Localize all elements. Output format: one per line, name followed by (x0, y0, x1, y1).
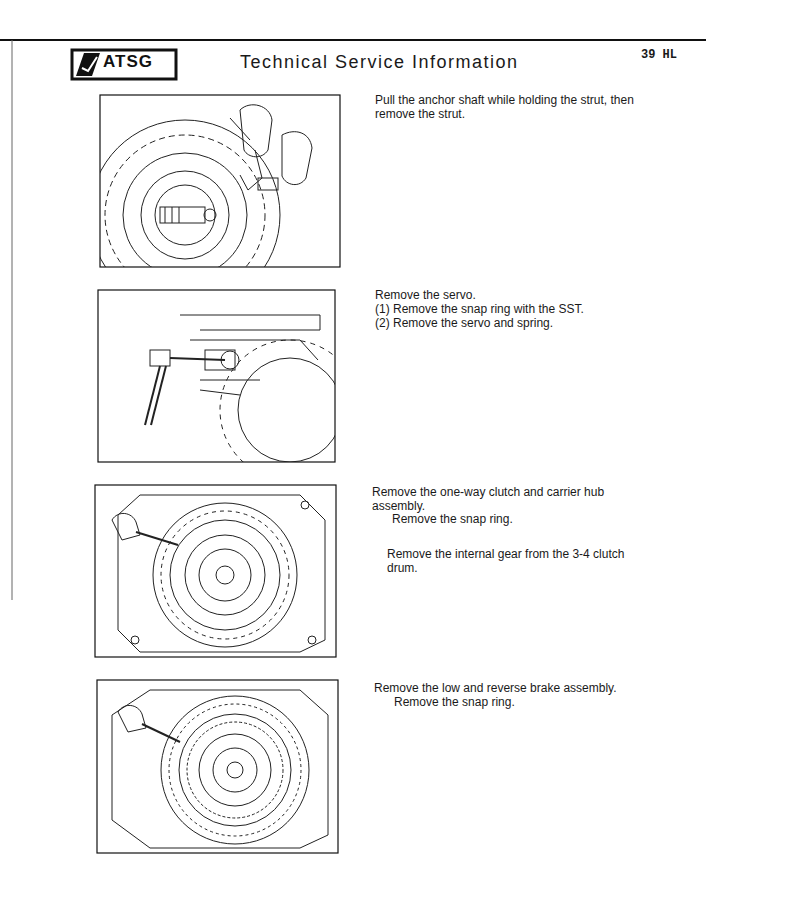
instruction-text: Remove the internal gear from the 3-4 cl… (387, 547, 637, 575)
instruction-text: Remove the low and reverse brake assembl… (374, 681, 694, 695)
instruction-text: Remove the snap ring. (394, 695, 654, 709)
instruction-text: Pull the anchor shaft while holding the … (375, 93, 665, 121)
servo-illustration (145, 315, 335, 462)
instruction-text: (1) Remove the snap ring with the SST. (375, 302, 675, 316)
page-number: 39 HL (641, 48, 677, 62)
strut-illustration (100, 105, 312, 267)
instruction-text: (2) Remove the servo and spring. (375, 316, 675, 330)
page-title: Technical Service Information (240, 55, 519, 69)
instruction-text: Remove the servo. (375, 288, 675, 302)
left-rule (12, 40, 13, 600)
figure-frame (97, 680, 338, 853)
instruction-text: Remove the snap ring. (392, 512, 652, 526)
logo-icon (76, 53, 100, 76)
figure-frame (95, 485, 336, 657)
logo-icon (82, 57, 97, 71)
brake-illustration (112, 690, 328, 848)
logo-text: ATSG (103, 55, 153, 69)
figure-frame (100, 95, 340, 267)
top-rule (0, 39, 706, 41)
instruction-text: Remove the one-way clutch and carrier hu… (372, 485, 640, 513)
figure-frame (98, 290, 335, 462)
logo-frame (72, 50, 176, 79)
one-way-clutch-illustration (112, 495, 325, 652)
